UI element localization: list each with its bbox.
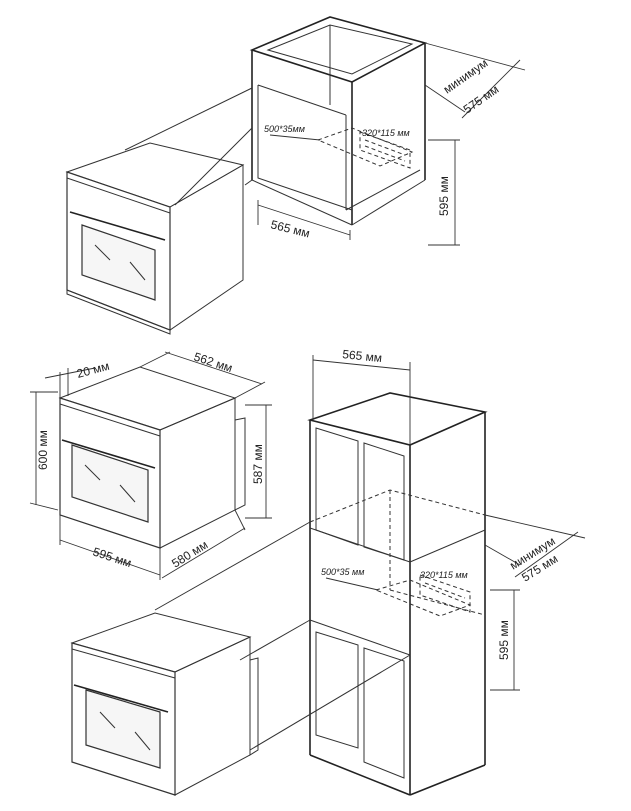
column-cabinet xyxy=(307,392,488,796)
top-vent-label: 320*115 мм xyxy=(362,128,410,138)
top-cabinet xyxy=(249,16,428,226)
oven-width-label: 595 мм xyxy=(91,545,133,571)
inner-height-label: 587 мм xyxy=(251,444,265,484)
column-height-label: 595 мм xyxy=(497,620,511,660)
oven-bottom xyxy=(70,612,259,796)
top-width-label-oven: 562 мм xyxy=(192,350,234,376)
oven-top xyxy=(65,142,245,335)
top-height-label: 595 мм xyxy=(437,176,451,216)
top-width-label: 565 мм xyxy=(269,217,311,240)
column-vent-label: 320*115 мм xyxy=(420,570,468,580)
oven-height-label: 600 мм xyxy=(36,430,50,470)
column-width-label: 565 мм xyxy=(342,347,383,365)
top-depth-label: 575 мм xyxy=(461,82,502,116)
column-cutout-label: 500*35 мм xyxy=(321,567,364,577)
side-gap-label: 20 мм xyxy=(75,359,111,381)
top-cutout-label: 500*35мм xyxy=(264,124,305,134)
oven-depth-label: 580 мм xyxy=(169,538,210,571)
oven-dimensioned xyxy=(58,366,246,549)
